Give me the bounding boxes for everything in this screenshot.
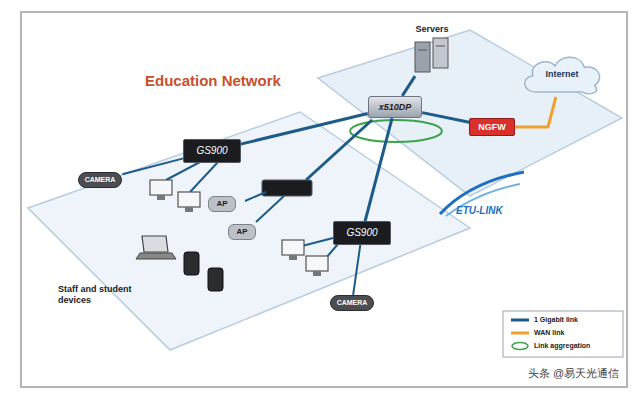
gigabit-wire bbox=[302, 238, 333, 246]
legend-line-sample bbox=[510, 315, 530, 325]
core-switch: x510DP bbox=[368, 96, 423, 118]
gigabit-wire bbox=[245, 192, 266, 201]
access-point: AP bbox=[228, 224, 255, 239]
gigabit-link bbox=[402, 76, 415, 96]
node-text: AP bbox=[236, 227, 247, 236]
camera-device: CAMERA bbox=[78, 172, 123, 188]
watermark: 头条 @易天光通信 bbox=[528, 366, 619, 381]
node-text: AP bbox=[216, 199, 227, 208]
gigabit-link bbox=[241, 114, 368, 145]
gigabit-link bbox=[365, 118, 392, 221]
server-group: Servers bbox=[412, 24, 452, 76]
node-text: Servers bbox=[415, 24, 448, 34]
legend-text: WAN link bbox=[534, 329, 564, 337]
node-text: Internet bbox=[545, 69, 578, 79]
gigabit-wire bbox=[190, 162, 218, 192]
node-text: NGFW bbox=[478, 122, 506, 132]
gigabit-link bbox=[122, 158, 183, 174]
node-text: GS900 bbox=[346, 227, 377, 239]
node-text: x510DP bbox=[379, 102, 412, 112]
legend-entry: Link aggregation bbox=[510, 341, 590, 351]
legend-line-sample bbox=[510, 328, 530, 338]
gigabit-wire bbox=[306, 120, 372, 180]
access-switch: GS900 bbox=[333, 221, 390, 245]
internet-cloud: Internet bbox=[519, 51, 605, 97]
legend-entry: WAN link bbox=[510, 328, 564, 338]
tablet-icon bbox=[184, 252, 199, 275]
gigabit-link bbox=[422, 113, 469, 123]
node-text: GS900 bbox=[196, 145, 227, 157]
camera-device: CAMERA bbox=[330, 295, 375, 311]
gigabit-wire bbox=[166, 162, 200, 180]
link-aggregation-ring bbox=[350, 120, 442, 142]
firewall-box: NGFW bbox=[469, 118, 515, 136]
campus-plane bbox=[28, 112, 470, 350]
gigabit-link bbox=[353, 245, 360, 295]
monitor-icon bbox=[306, 256, 328, 276]
legend-entry: 1 Gigabit link bbox=[510, 315, 578, 325]
tablet-icon bbox=[208, 268, 223, 291]
logo-swoosh bbox=[446, 184, 520, 216]
access-point: AP bbox=[208, 196, 235, 211]
diagram-title: Education Network bbox=[145, 72, 281, 89]
legend-ring-sample bbox=[510, 341, 530, 351]
picture-frame bbox=[21, 12, 627, 387]
monitor-icon bbox=[282, 240, 304, 260]
wan-link bbox=[515, 97, 556, 127]
gigabit-wire bbox=[256, 196, 284, 222]
legend-box bbox=[503, 311, 623, 357]
node-text: CAMERA bbox=[85, 176, 116, 184]
node-text: CAMERA bbox=[337, 299, 368, 307]
area-label: Staff and student devices bbox=[58, 284, 150, 306]
laptop-icon bbox=[136, 236, 176, 259]
server-icon bbox=[412, 36, 452, 76]
core-plane bbox=[318, 30, 622, 196]
legend-text: 1 Gigabit link bbox=[534, 316, 578, 324]
logo-text: ETU-LINK bbox=[456, 205, 503, 216]
access-switch: GS900 bbox=[183, 139, 240, 163]
switch-icon bbox=[262, 180, 312, 196]
monitor-icon bbox=[150, 180, 172, 200]
legend-text: Link aggregation bbox=[534, 342, 590, 350]
monitor-icon bbox=[178, 192, 200, 212]
